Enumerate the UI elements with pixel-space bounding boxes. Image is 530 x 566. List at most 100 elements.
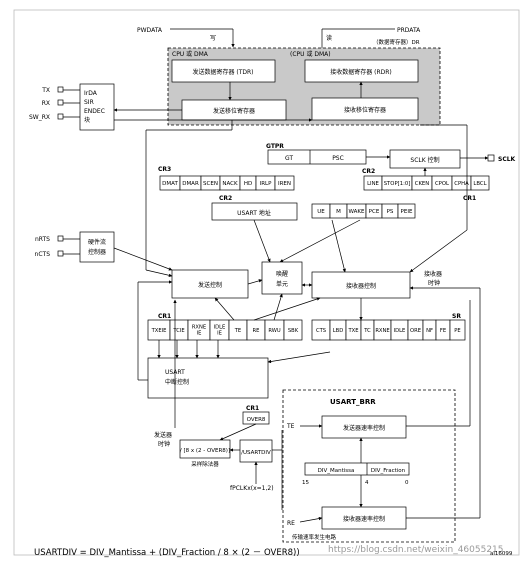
irda-line-2: SIR [84,99,94,106]
brr-box [282,389,456,543]
cr3-bit-dmat: DMAT [162,181,178,187]
cr2-bit-stop-1-0-: STOP[1:0] [384,181,411,187]
tx-pin [57,86,64,93]
cr1-left-cell [283,319,303,341]
re-to-rx [253,297,321,321]
brr-te: TE [286,423,295,430]
brr-title: USART_BRR [330,398,376,406]
tdr-box [171,59,276,83]
cr3-cell [274,175,295,191]
sw-rx-pin-label: SW_RX [29,114,50,121]
rx-control-label: 接收器控制 [346,282,376,290]
cr3-bit-irlp: IRLP [260,181,273,187]
tx-loop-in [145,269,173,277]
sclk-pin [487,154,495,162]
cr1-top-bit-ps: PS [387,209,394,215]
cr1-over8-title: CR1 [246,405,259,412]
usart-address-box [211,202,298,221]
fpclk-label: fPCLKx(x=1,2) [230,485,274,492]
cr1-left-bit-rwu: RWU [268,328,281,334]
wakeup-line-2: 单元 [276,280,288,288]
cr2-bit-cken: CKEN [415,181,430,187]
nrts-pin [57,235,64,242]
cr1-left-bit-idle-ie: IE [217,331,222,337]
cr2-addr-title: CR2 [219,195,232,202]
pwdata-label: PWDATA [137,27,163,34]
cr1-left-bit-txeie: TXEIE [151,328,167,334]
cr1-left-bit-te: TE [234,328,241,334]
read-label: 读 [326,34,332,42]
sclk-pin-label: SCLK [498,156,516,163]
sr-bit-tc: TC [363,328,371,334]
nrts-pin-label: nRTS [35,236,50,243]
tx-rate-label: 发送器速率控制 [343,424,385,432]
tdr-label: 发送数据寄存器 (TDR) [192,68,253,76]
hw-flow-box [79,231,115,263]
rwu-to-wakeup [273,293,283,321]
rx-shift-box [311,97,419,121]
cr2-cell [470,175,490,191]
cr3-title: CR3 [158,166,171,173]
cr2-bit-line: LINE [367,181,379,187]
over8-to-divider [219,423,257,441]
cpu-dma-right: (CPU 或 DMA) [290,50,331,58]
irq-line-2: 中断控制 [165,378,189,386]
gtpr-psc: PSC [332,155,344,162]
figure-frame [13,9,520,556]
divider-sub: 采样除法器 [191,460,219,468]
wakeup-line-1: 唤醒 [276,270,288,278]
cr2-top-title: CR2 [362,168,375,175]
prdata-label: PRDATA [397,27,421,34]
cr1-top-title: CR1 [463,195,476,202]
irda-line-1: IrDA [84,90,98,97]
irda-box [79,83,115,131]
cr1-left-bit-sbk: SBK [288,328,299,334]
usartdiv-formula: USARTDIV = DIV_Mantissa + (DIV_Fraction … [34,548,300,558]
rx-pin [57,99,64,106]
sr-title: SR [452,313,461,320]
hw-flow-line-1: 硬件流 [88,238,106,246]
sw-rx-pin [57,113,64,120]
dr-note: （数据寄存器）DR [373,38,420,46]
cr1-top-bit-wake: WAKE [349,209,366,215]
sr-bit-cts: CTS [316,328,326,334]
cr3-bit-dmar: DMAR [182,181,199,187]
tx-clock-line-2: 时钟 [158,440,170,448]
ncts-pin-label: nCTS [35,251,51,258]
te-to-tx [214,297,235,321]
brr-footer: 传输速率发生电路 [292,533,337,541]
sr-bit-lbd: LBD [333,328,343,334]
rx-shift-label: 接收移位寄存器 [344,106,386,114]
sr-bit-pe: PE [454,328,460,334]
rx-clock-line-2: 时钟 [428,279,440,287]
brr-re: RE [287,520,295,527]
tx-pin-label: TX [41,87,50,94]
cr1-left-bit-re: RE [253,328,260,334]
cr2-bit-cpha: CPHA [454,181,469,187]
hw-flow-to-tx [113,247,173,271]
gtpr-box [267,149,367,165]
div-fraction: DIV_Fraction [371,468,406,474]
write-label: 写 [210,35,216,42]
cr3-bit-hd: HD [244,181,252,187]
addr-to-wakeup [253,219,271,263]
gtpr-gt: GT [285,155,293,162]
tx-wakeup-link [247,279,263,285]
cr3-bit-scen: SCEN [203,181,218,187]
usartdiv-label: /USARTDIV [241,450,271,456]
cr1-left-bit-rxne-ie: IE [197,331,202,337]
cr1-left-title: CR1 [158,313,171,320]
tx-shift-label: 发送移位寄存器 [213,107,255,115]
rx-loop-in [409,229,468,273]
rx-rate-label: 接收器速率控制 [343,515,385,523]
cr1-left-bit-idle-ie: IDLE [214,325,226,331]
sr-bit-rxne: RXNE [375,328,389,334]
irda-line-4: 块 [84,116,90,124]
cr1-top-bit-m: M [336,209,341,215]
sr-bit-txe: TXE [347,328,358,334]
bit-4: 4 [365,480,369,486]
